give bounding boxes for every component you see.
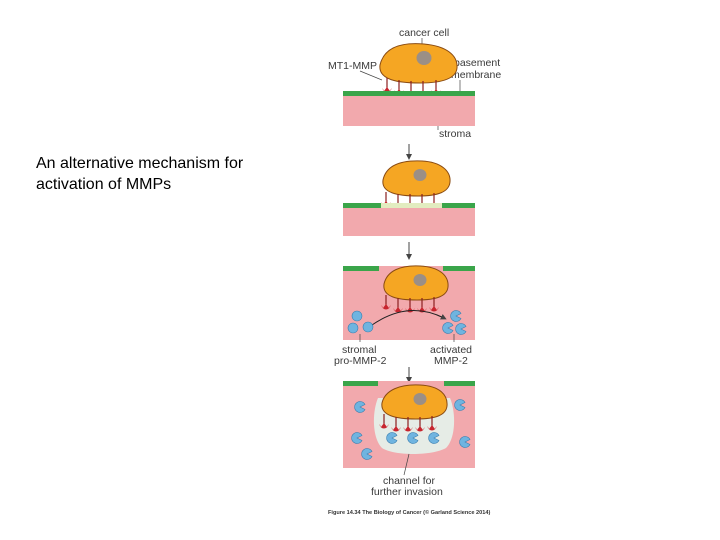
basement-membrane-right xyxy=(444,381,475,386)
cancer-cell xyxy=(379,43,458,97)
figure-caption: Figure 14.34 The Biology of Cancer (© Ga… xyxy=(328,509,490,516)
stromal-label-line-2: pro-MMP-2 xyxy=(334,355,387,367)
mt1-mmp-label: MT1-MMP xyxy=(328,60,377,72)
mt1-mmp-pointer xyxy=(359,70,383,81)
channel-pointer xyxy=(403,453,410,476)
slide-title-line-2: activation of MMPs xyxy=(36,176,172,193)
activated-label-line-2: MMP-2 xyxy=(434,355,468,367)
slide-title: An alternative mechanism for activation … xyxy=(36,153,296,195)
activated-label-line-1: activated xyxy=(430,344,472,356)
cancer-cell xyxy=(380,160,451,210)
basement-membrane-right xyxy=(443,266,475,271)
basement-membrane-left xyxy=(343,266,379,271)
basement-membrane-right xyxy=(442,203,475,208)
basement-label-line-1: basement xyxy=(454,57,500,69)
panel-3: stromal pro-MMP-2 activated MMP-2 xyxy=(334,265,475,383)
nucleus xyxy=(413,393,427,405)
basement-label-line-2: membrane xyxy=(451,69,501,81)
stromal-label-line-1: stromal xyxy=(342,344,376,356)
basement-membrane-left xyxy=(343,381,378,386)
basement-membrane-left xyxy=(343,203,381,208)
panel-1: cancer cell MT1-MMP basement membrane st… xyxy=(328,27,501,160)
slide-title-line-1: An alternative mechanism for xyxy=(36,155,244,172)
membrane-gap xyxy=(378,381,444,386)
nucleus xyxy=(413,169,427,181)
cancer-cell xyxy=(380,265,449,314)
basement-membrane xyxy=(343,91,475,96)
stroma-region xyxy=(343,208,475,236)
cancer-cell xyxy=(378,384,448,433)
channel-label-line-1: channel for xyxy=(383,475,435,487)
panel-2 xyxy=(343,160,475,260)
mmp-activation-diagram: cancer cell MT1-MMP basement membrane st… xyxy=(328,27,501,516)
stroma-region xyxy=(343,96,475,126)
degraded-membrane xyxy=(381,203,442,208)
channel-label-line-2: further invasion xyxy=(371,486,443,498)
cancer-cell-label: cancer cell xyxy=(399,27,449,39)
nucleus xyxy=(413,274,427,286)
stroma-label: stroma xyxy=(439,128,471,140)
nucleus xyxy=(416,51,432,65)
panel-4: channel for further invasion xyxy=(343,381,475,498)
activation-arrow xyxy=(371,309,447,326)
